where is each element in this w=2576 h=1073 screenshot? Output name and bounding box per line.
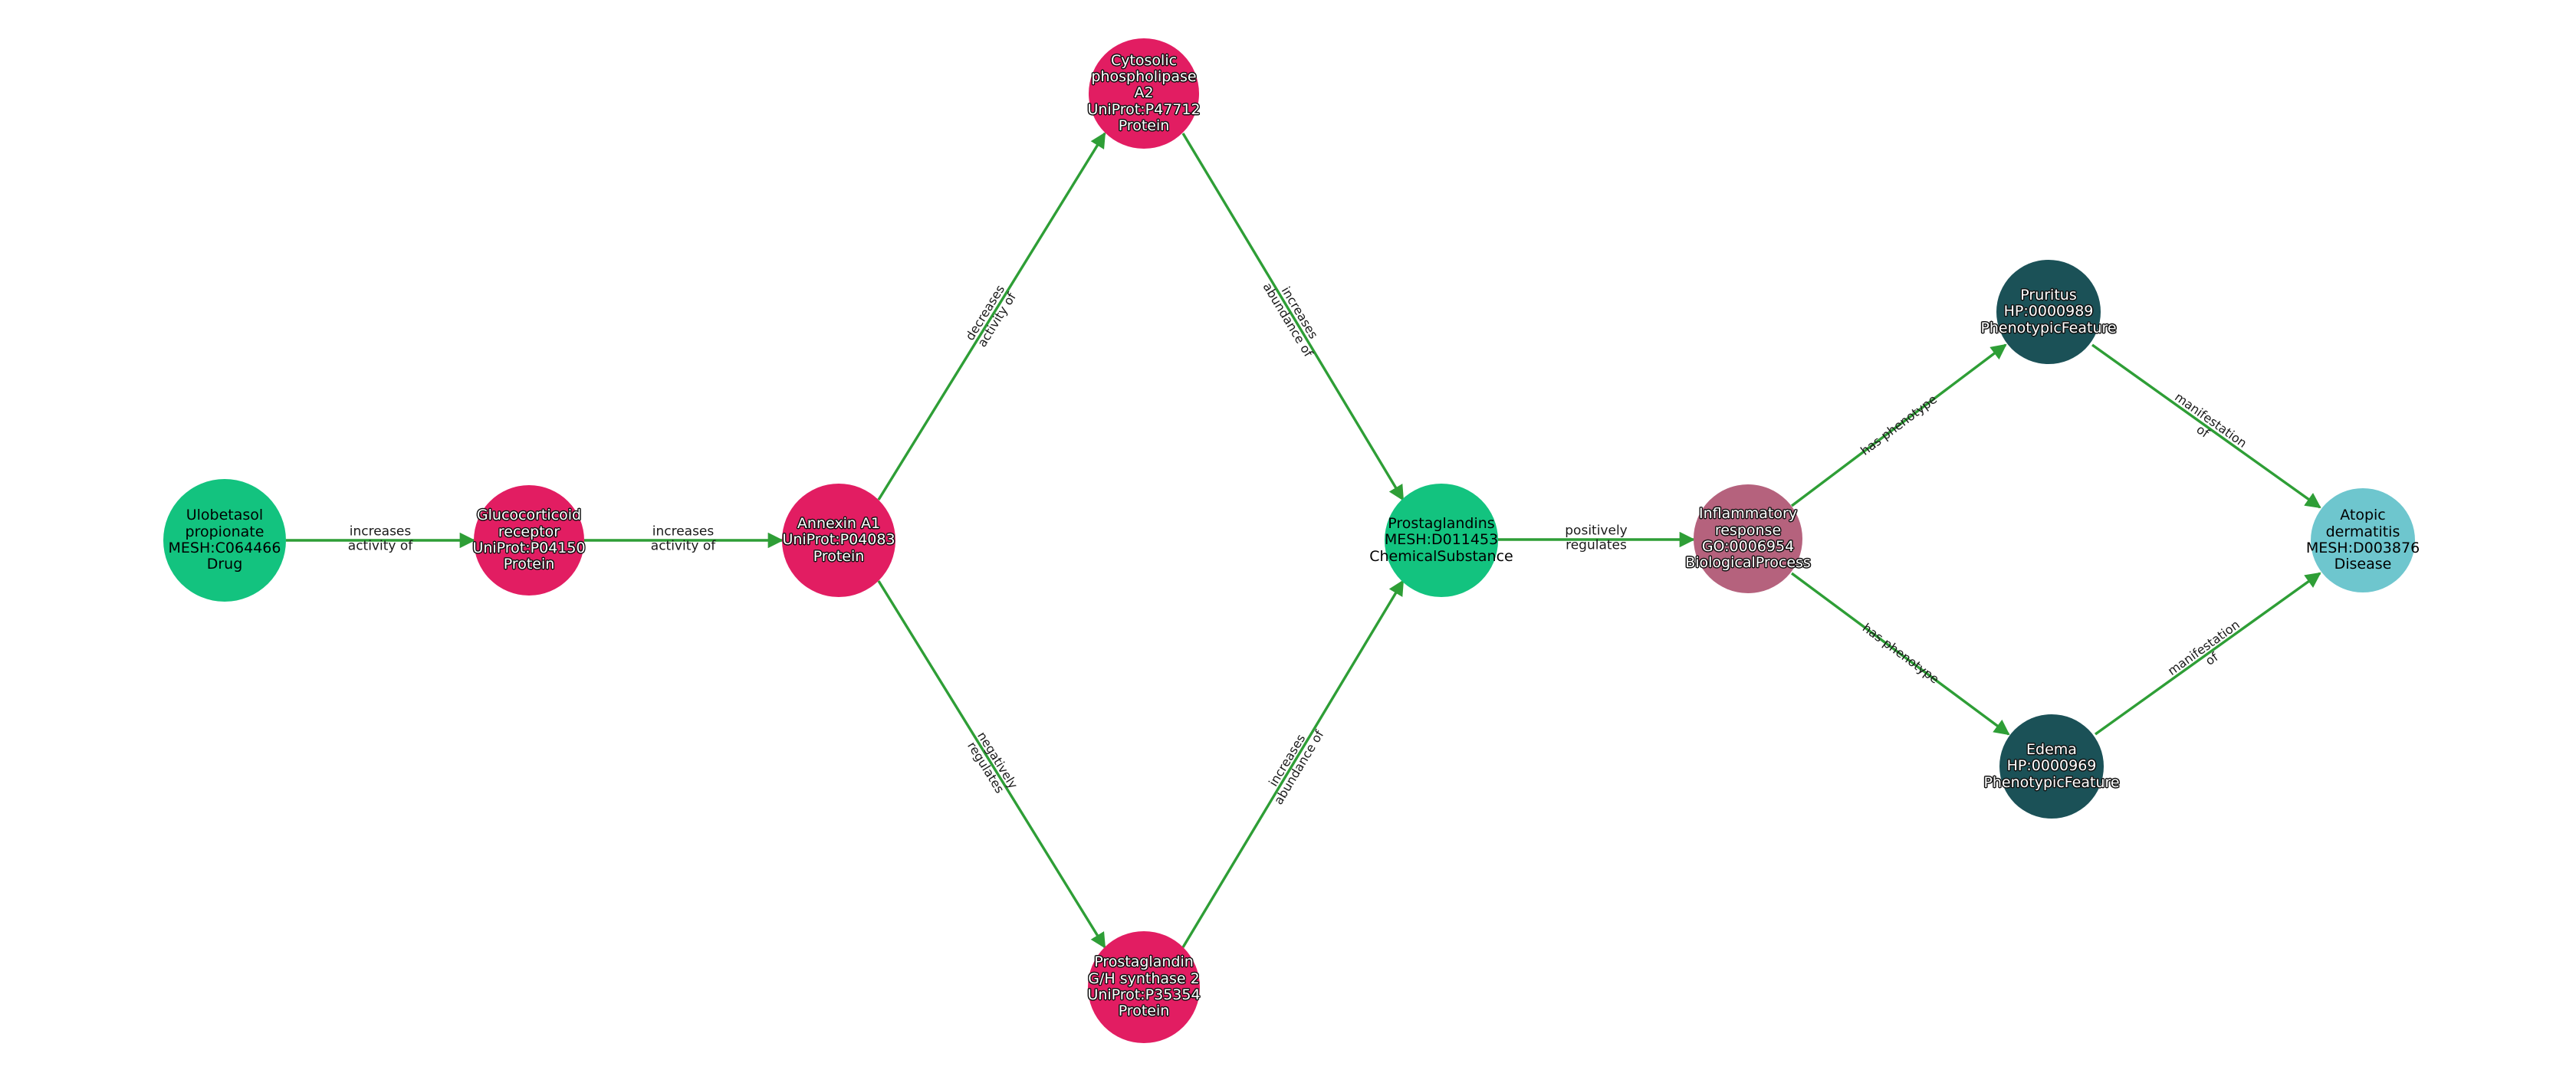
node-label-gr: Glucocorticoid receptor UniProt:P04150 P… [472, 507, 586, 573]
edge-pla2-to-prostaglandins [1181, 133, 1405, 501]
node-label-inflammatory: Inflammatory response GO:0006954 Biologi… [1685, 505, 1811, 572]
edge-edema-to-atopic [2095, 572, 2321, 736]
node-edema[interactable]: Edema HP:0000969 PhenotypicFeature [1983, 714, 2120, 819]
node-inflammatory[interactable]: Inflammatory response GO:0006954 Biologi… [1685, 484, 1811, 593]
node-label-ptgs2: Prostaglandin G/H synthase 2 UniProt:P35… [1087, 953, 1201, 1020]
edge-ptgs2-to-prostaglandins [1181, 579, 1405, 948]
node-prostaglandins[interactable]: Prostaglandins MESH:D011453 ChemicalSubs… [1369, 484, 1513, 597]
node-label-edema: Edema HP:0000969 PhenotypicFeature [1983, 741, 2120, 791]
node-label-prostaglandins: Prostaglandins MESH:D011453 ChemicalSubs… [1369, 515, 1513, 565]
node-label-ulobetasol: Ulobetasol propionate MESH:C064466 Drug [168, 507, 281, 573]
node-label-pla2: Cytosolic phospholipase A2 UniProt:P4771… [1087, 51, 1201, 134]
node-ulobetasol[interactable]: Ulobetasol propionate MESH:C064466 Drug [163, 479, 286, 602]
node-annexin[interactable]: Annexin A1 UniProt:P04083 Protein [782, 484, 895, 597]
node-label-pruritus: Pruritus HP:0000989 PhenotypicFeature [1980, 287, 2117, 336]
edge-pruritus-to-atopic [2091, 343, 2321, 509]
node-pruritus[interactable]: Pruritus HP:0000989 PhenotypicFeature [1980, 260, 2117, 364]
edge-annexin-to-ptgs2 [877, 580, 1106, 949]
node-gr[interactable]: Glucocorticoid receptor UniProt:P04150 P… [472, 485, 586, 596]
edge-annexin-to-pla2 [877, 132, 1106, 500]
node-label-annexin: Annexin A1 UniProt:P04083 Protein [782, 515, 895, 565]
node-ptgs2[interactable]: Prostaglandin G/H synthase 2 UniProt:P35… [1087, 931, 1201, 1043]
node-atopic[interactable]: Atopic dermatitis MESH:D003876 Disease [2306, 488, 2420, 592]
edge-inflammatory-to-edema [1790, 572, 2010, 736]
node-pla2[interactable]: Cytosolic phospholipase A2 UniProt:P4771… [1087, 38, 1201, 149]
edge-inflammatory-to-pruritus [1790, 343, 2007, 507]
node-label-atopic: Atopic dermatitis MESH:D003876 Disease [2305, 507, 2420, 573]
